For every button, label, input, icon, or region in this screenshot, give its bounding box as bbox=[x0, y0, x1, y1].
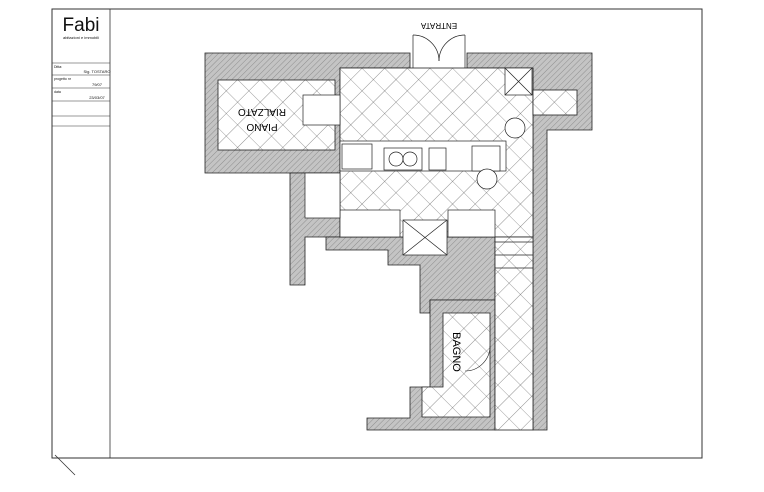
entrance-door bbox=[412, 34, 466, 68]
entrance-label: ENTRATA bbox=[420, 21, 457, 30]
bathroom-label: BAGNO bbox=[450, 332, 462, 372]
room-label-line2: RIALZATO bbox=[238, 106, 286, 117]
niche bbox=[532, 89, 578, 116]
sink bbox=[428, 147, 447, 171]
client-label: Ditta: bbox=[54, 65, 62, 69]
bathroom-door bbox=[464, 345, 491, 372]
project-value: 79/07 bbox=[92, 82, 103, 87]
project-label: progetto nr bbox=[54, 77, 72, 81]
date-value: 23/03/07 bbox=[89, 95, 105, 100]
corner-mark bbox=[54, 454, 76, 476]
client-value: Sig. TOSTARO bbox=[84, 69, 111, 74]
room-label-line1: PIANO bbox=[246, 121, 277, 132]
bathroom bbox=[421, 312, 491, 418]
kitchen-fixtures bbox=[302, 67, 533, 269]
oven bbox=[341, 143, 373, 170]
title-block: Fabi abitazioni e immobili Ditta: Sig. T… bbox=[51, 8, 111, 459]
stairs bbox=[302, 94, 341, 126]
date-label: data bbox=[54, 90, 61, 94]
company-logo: Fabi bbox=[63, 15, 100, 36]
logo-subtitle: abitazioni e immobili bbox=[63, 35, 99, 40]
corridor bbox=[494, 236, 534, 431]
